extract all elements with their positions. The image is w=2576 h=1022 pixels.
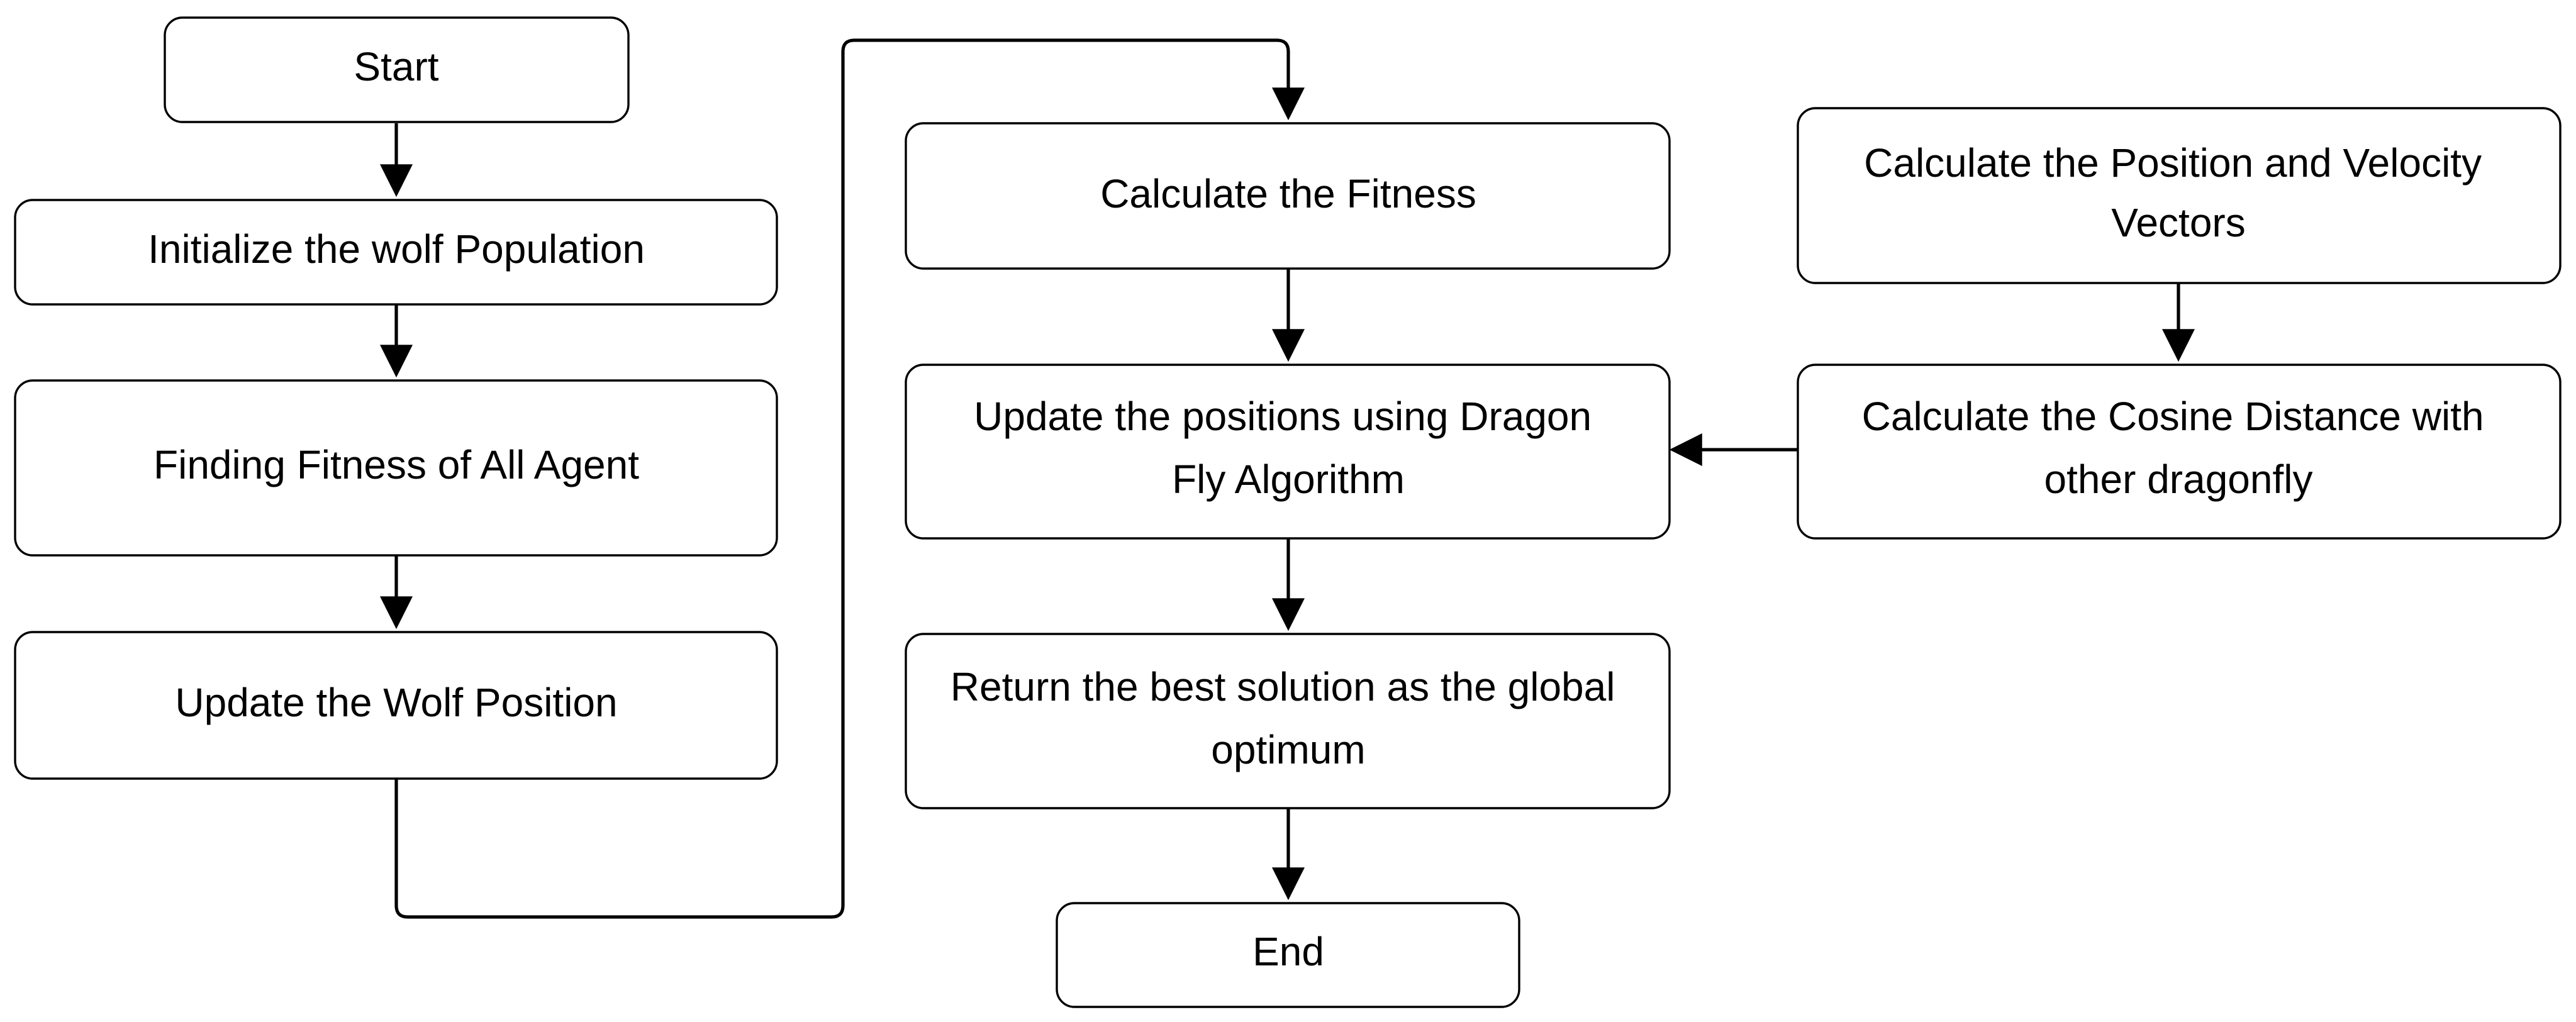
node-cosine-text: Calculate the Cosine Distance with other…	[1862, 394, 2495, 502]
node-init-text: Initialize the wolf Population	[148, 226, 645, 272]
node-end-text: End	[1252, 929, 1324, 974]
node-init: Initialize the wolf Population	[14, 199, 778, 306]
node-cosine: Calculate the Cosine Distance with other…	[1797, 364, 2562, 540]
node-fitness-all: Finding Fitness of All Agent	[14, 379, 778, 557]
node-calc-fitness: Calculate the Fitness	[905, 122, 1671, 270]
node-start: Start	[164, 16, 630, 123]
edge-update-wolf-to-calc-fitness	[394, 38, 1305, 919]
node-calc-fitness-text: Calculate the Fitness	[1100, 171, 1476, 216]
node-fitness-all-text: Finding Fitness of All Agent	[153, 442, 639, 487]
node-update-dragon-text: Update the positions using Dragon Fly Al…	[974, 394, 1603, 502]
node-update-dragon: Update the positions using Dragon Fly Al…	[905, 364, 1671, 540]
node-update-wolf: Update the Wolf Position	[14, 631, 778, 780]
node-start-text: Start	[354, 44, 438, 89]
node-pos-vel: Calculate the Position and Velocity Vect…	[1797, 107, 2562, 284]
edges	[380, 38, 2195, 919]
node-return-best: Return the best solution as the global o…	[905, 633, 1671, 809]
node-update-wolf-text: Update the Wolf Position	[175, 680, 617, 725]
node-end: End	[1056, 902, 1520, 1008]
node-pos-vel-text: Calculate the Position and Velocity Vect…	[1864, 140, 2493, 245]
node-return-best-text: Return the best solution as the global o…	[951, 664, 1626, 772]
